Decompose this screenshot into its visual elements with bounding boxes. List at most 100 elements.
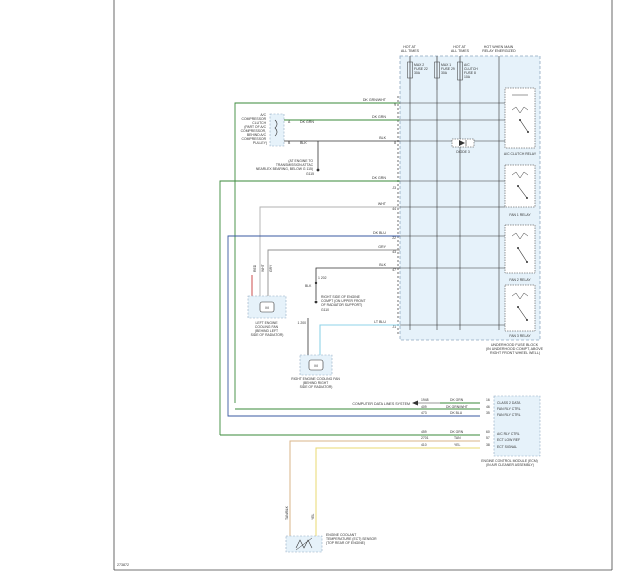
- left-fan-motor-icon: M: [265, 305, 268, 310]
- svg-text:DK BLU: DK BLU: [450, 411, 463, 415]
- svg-text:DK GRN: DK GRN: [450, 398, 464, 402]
- svg-text:COMPUTER DATA LINES SYSTEM: COMPUTER DATA LINES SYSTEM: [352, 402, 410, 406]
- feed-label-1: HOT AT ALL TIMES: [401, 45, 420, 53]
- wire-label-5: WHT: [378, 202, 387, 206]
- relay-fan-1: FAN 1 RELAY: [504, 164, 536, 217]
- figure-id: 273872: [117, 563, 129, 567]
- svg-text:FAN 2 RELAY: FAN 2 RELAY: [509, 278, 531, 282]
- pin-label-4: J3: [392, 186, 396, 190]
- svg-text:459: 459: [421, 430, 427, 434]
- svg-text:ECT LOW REF: ECT LOW REF: [497, 438, 520, 442]
- svg-text:A/C RLY CTRL: A/C RLY CTRL: [497, 432, 520, 436]
- wire-label-8: BLK: [379, 263, 386, 267]
- fuse-block-internal-wiring: [400, 56, 505, 330]
- svg-text:409: 409: [421, 405, 427, 409]
- svg-text:DIODE 3: DIODE 3: [456, 150, 470, 154]
- ecm-row-labels: 1948 DK GRN 16 409 DK GRN/WHT 46 473 DK …: [421, 398, 490, 447]
- wire-label-4: DK GRN: [372, 176, 386, 180]
- svg-text:1 200: 1 200: [298, 321, 307, 325]
- svg-text:YEL: YEL: [311, 513, 315, 520]
- svg-text:CLASS 2 DATA: CLASS 2 DATA: [497, 401, 521, 405]
- right-fan-motor-icon: M: [314, 363, 317, 368]
- right-engine-cooling-fan: 1 200 M RIGHT ENGINE COOLING FAN (BEHIND…: [291, 318, 341, 389]
- svg-text:RIGHT SIDE OF ENGINE COM: RIGHT SIDE OF ENGINE COMPT (ON UPPER FRO…: [321, 295, 366, 312]
- pin-label-5: 44: [392, 207, 396, 211]
- relay-fan-3: FAN 3 RELAY: [504, 284, 536, 338]
- svg-text:GRY: GRY: [269, 264, 273, 272]
- wire-ecm-yel: [315, 447, 480, 541]
- wire-dk-blu: [227, 235, 400, 412]
- svg-text:WHT: WHT: [261, 264, 265, 272]
- svg-text:BLK: BLK: [305, 284, 312, 288]
- svg-text:473: 473: [421, 411, 427, 415]
- wire-label-6: DK BLU: [373, 231, 386, 235]
- pin-label-8: 47: [392, 268, 396, 272]
- svg-text:46: 46: [486, 405, 490, 409]
- pin-label-1: 9: [394, 103, 396, 107]
- wire-lt-blu: [319, 324, 400, 355]
- svg-text:BLK: BLK: [300, 141, 307, 145]
- svg-text:410: 410: [421, 443, 427, 447]
- svg-text:(AT ENGINE TO TRANSMISSI: (AT ENGINE TO TRANSMISSION ATTAC NEARLEX…: [256, 159, 314, 176]
- ac-compressor-clutch: A/C COMPRESSOR CLUTCH (PART OF A/C COMPR…: [241, 113, 314, 147]
- wire-dk-grn-trunk: [219, 180, 400, 435]
- svg-text:ENGINE CONTROL MODULE (ECM): ENGINE CONTROL MODULE (ECM) (IN AIR CLEA…: [481, 459, 539, 467]
- feed-label-3: HOT WHEN MAIN RELAY ENERGIZED: [482, 45, 516, 53]
- svg-text:38: 38: [486, 443, 490, 447]
- pin-label-7: 43: [392, 250, 396, 254]
- data-link-arrow: COMPUTER DATA LINES SYSTEM: [352, 400, 480, 406]
- svg-text:16: 16: [486, 398, 490, 402]
- svg-text:FAN RLY CTRL: FAN RLY CTRL: [497, 413, 521, 417]
- svg-text:A: A: [288, 120, 291, 124]
- svg-text:DK GRN: DK GRN: [300, 120, 314, 124]
- svg-text:DK GRN/WHT: DK GRN/WHT: [446, 405, 468, 409]
- wire-label-7: GRY: [378, 245, 386, 249]
- svg-text:TAN/BLK: TAN/BLK: [285, 505, 289, 520]
- svg-text:FAN RLY CTRL: FAN RLY CTRL: [497, 407, 521, 411]
- svg-text:FAN 3 RELAY: FAN 3 RELAY: [509, 334, 531, 338]
- pin-label-9: J1: [392, 325, 396, 329]
- svg-text:60: 60: [486, 430, 490, 434]
- wire-gry: [267, 249, 400, 275]
- wire-ecm-dk-blu: [227, 412, 480, 417]
- pin-label-6: 22: [392, 236, 396, 240]
- svg-text:A/C COMPRESSOR CLU: A/C COMPRESSOR CLUTCH (PART OF A/C COMPR…: [241, 113, 267, 145]
- wire-blk-fan: [315, 267, 400, 283]
- svg-text:A/C CLUTCH RELAY: A/C CLUTCH RELAY: [504, 152, 537, 156]
- left-engine-cooling-fan: RED WHT GRY M LEFT ENGINE COOLING FAN (B…: [247, 264, 287, 337]
- relay-fan-2: FAN 2 RELAY: [504, 224, 536, 282]
- wire-label-2: DK GRN: [372, 115, 386, 119]
- svg-text:ECT SIGNAL: ECT SIGNAL: [497, 445, 517, 449]
- wire-ecm-tan: [289, 440, 480, 541]
- ect-sensor: TAN/BLK YEL ENGINE COOLANT TEMPERATURE (…: [285, 505, 377, 553]
- svg-text:YEL: YEL: [454, 443, 461, 447]
- svg-text:1948: 1948: [421, 398, 429, 402]
- svg-text:B: B: [288, 141, 291, 145]
- diode-3: DIODE 3: [451, 138, 475, 154]
- ground-g110: 1 202 BLK RIGHT SIDE OF ENGINE COMPT (ON…: [305, 276, 366, 312]
- svg-text:1 202: 1 202: [318, 276, 327, 280]
- wire-wht: [259, 206, 400, 275]
- wire-dk-grn-wht: [234, 102, 400, 403]
- svg-text:TAN: TAN: [454, 436, 461, 440]
- fuse-block-label: UNDERHOOD FUSE BLOCK (IN UNDERHOOD COMPT…: [486, 343, 544, 355]
- engine-control-module: CLASS 2 DATA FAN RLY CTRL FAN RLY CTRL A…: [481, 395, 541, 467]
- relay-ac-clutch: A/C CLUTCH RELAY: [504, 87, 537, 156]
- pin-label-3: 8: [394, 141, 396, 145]
- svg-text:57: 57: [486, 436, 490, 440]
- svg-text:RIGHT ENGINE COOLING FAN: RIGHT ENGINE COOLING FAN (BEHIND RIGHT S…: [291, 377, 341, 389]
- wire-label-1: DK GRN/WHT: [363, 98, 387, 102]
- wire-label-9: LT BLU: [374, 320, 386, 324]
- svg-text:35: 35: [486, 411, 490, 415]
- wire-label-3: BLK: [379, 136, 386, 140]
- svg-text:FAN 1 RELAY: FAN 1 RELAY: [509, 213, 531, 217]
- svg-text:2701: 2701: [421, 436, 429, 440]
- feed-label-2: HOT AT ALL TIMES: [451, 45, 470, 53]
